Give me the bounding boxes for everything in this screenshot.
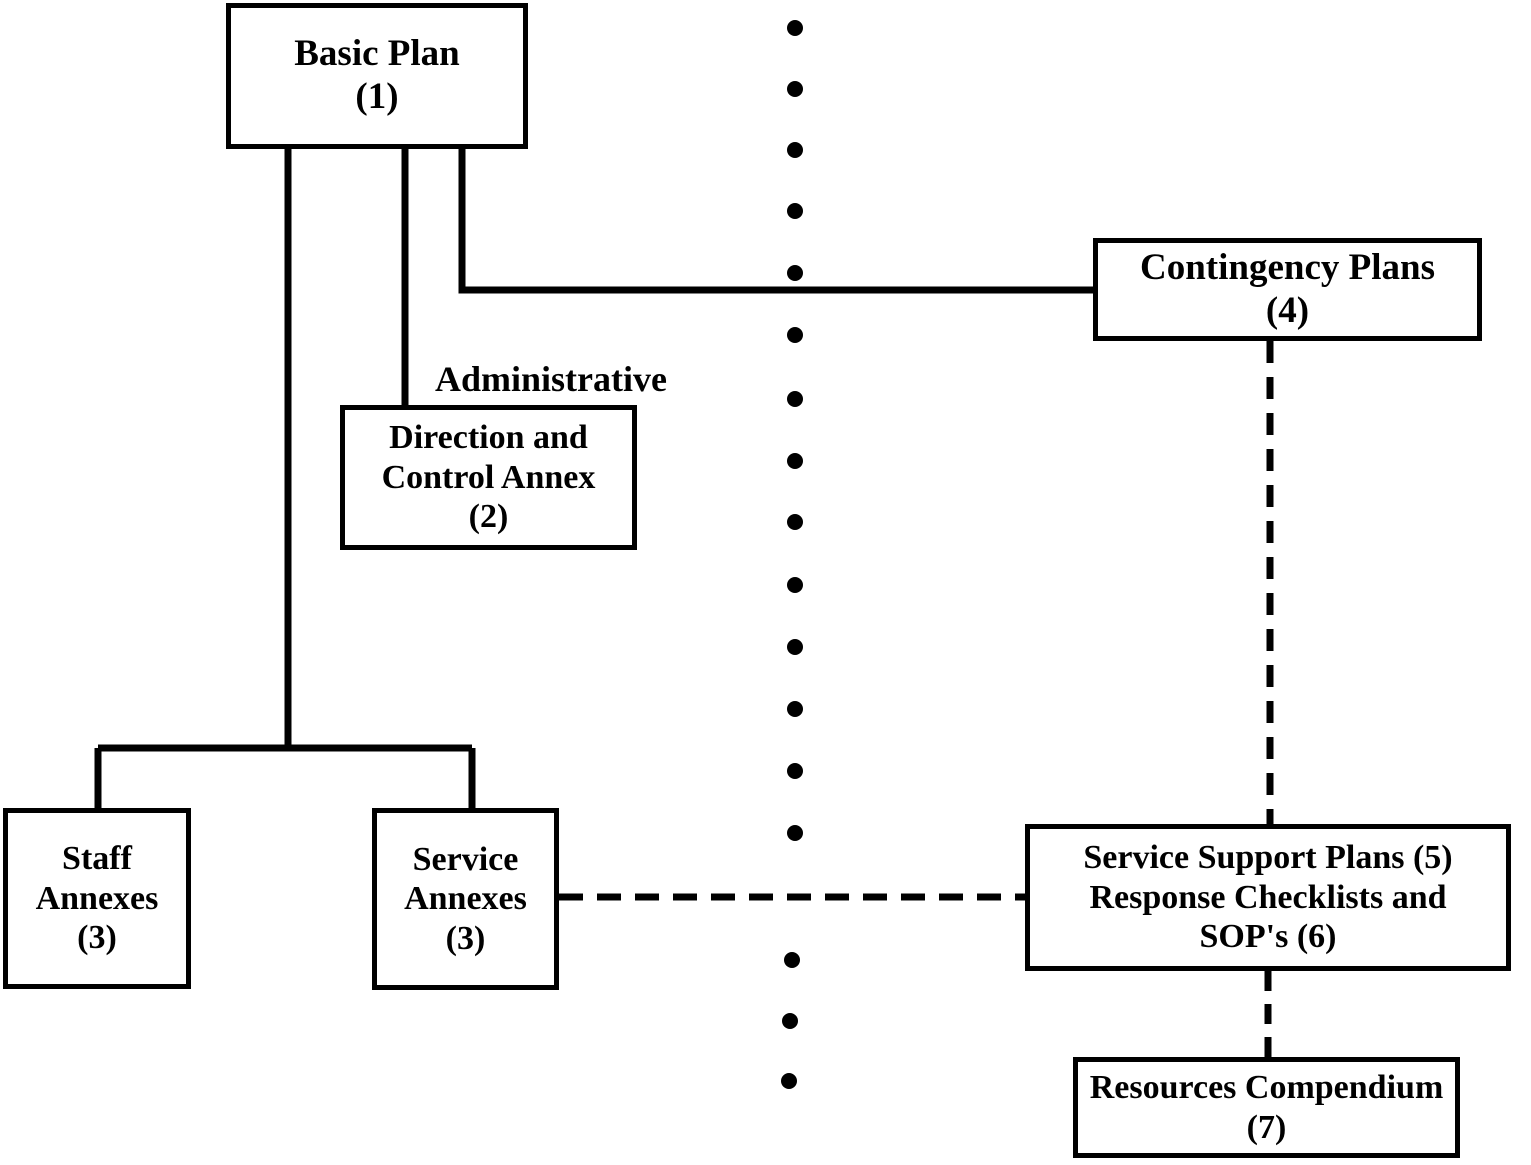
- node-service-annexes[interactable]: Service Annexes (3): [372, 808, 559, 990]
- node-staff-annexes[interactable]: Staff Annexes (3): [3, 808, 191, 989]
- node-basic-plan[interactable]: Basic Plan (1): [226, 3, 528, 149]
- node-resources-compendium[interactable]: Resources Compendium (7): [1073, 1057, 1460, 1158]
- label-administrative: Administrative: [435, 359, 667, 399]
- node-service-support-plans[interactable]: Service Support Plans (5) Response Check…: [1025, 824, 1511, 971]
- node-direction-and-control-annex[interactable]: Direction and Control Annex (2): [340, 405, 637, 550]
- connector-basic-plan-to-contingency: [458, 148, 1093, 294]
- node-contingency-plans[interactable]: Contingency Plans (4): [1093, 238, 1482, 341]
- vertical-dotted-divider: [781, 20, 803, 1089]
